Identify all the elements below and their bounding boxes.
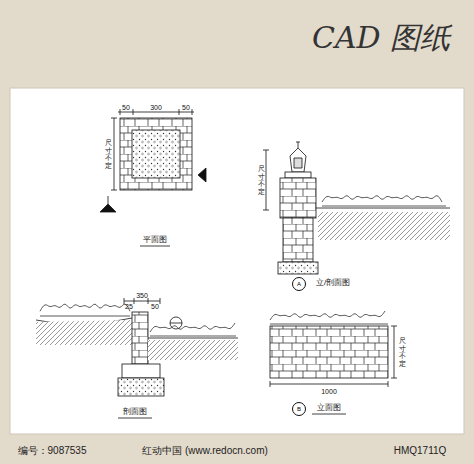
- ground-line: [40, 316, 130, 317]
- view-title: 立/剖面图: [316, 279, 350, 287]
- view-title: 立面图: [317, 404, 341, 412]
- section-marker: A: [292, 277, 306, 291]
- footer-text: 红动中国 (www.redocn.com): [142, 446, 268, 456]
- dimension-value: 25: [125, 303, 133, 310]
- footer-text: HMQ1711Q: [394, 446, 447, 456]
- dimension-value: 50: [122, 104, 130, 111]
- shrub-outline: [40, 304, 130, 311]
- dimension-value: 1000: [321, 388, 337, 395]
- section-marker: B: [292, 402, 306, 416]
- shrub-outline: [322, 196, 442, 202]
- view-title: 平面图: [143, 236, 167, 244]
- footer-text: 编号：9087535: [18, 446, 87, 456]
- dimension-note: 尺寸不定: [105, 139, 112, 170]
- dimension-value: 50: [182, 104, 190, 111]
- dimension-note: 尺寸不定: [399, 337, 406, 368]
- shrub-outline: [270, 311, 385, 320]
- ground-line: [322, 206, 446, 207]
- view-title: 剖面图: [123, 408, 147, 416]
- dimension-value: 300: [150, 104, 162, 111]
- marker-letter: A: [297, 281, 301, 287]
- page-title: CAD 图纸: [312, 18, 450, 59]
- marker-letter: B: [297, 406, 301, 412]
- dimension-value: 50: [151, 303, 159, 310]
- ground-line: [150, 336, 236, 337]
- dimension-note: 尺寸不定: [258, 165, 265, 196]
- shrub-outline: [150, 323, 235, 332]
- dimension-value: 350: [136, 292, 148, 299]
- ground-line: [270, 324, 388, 325]
